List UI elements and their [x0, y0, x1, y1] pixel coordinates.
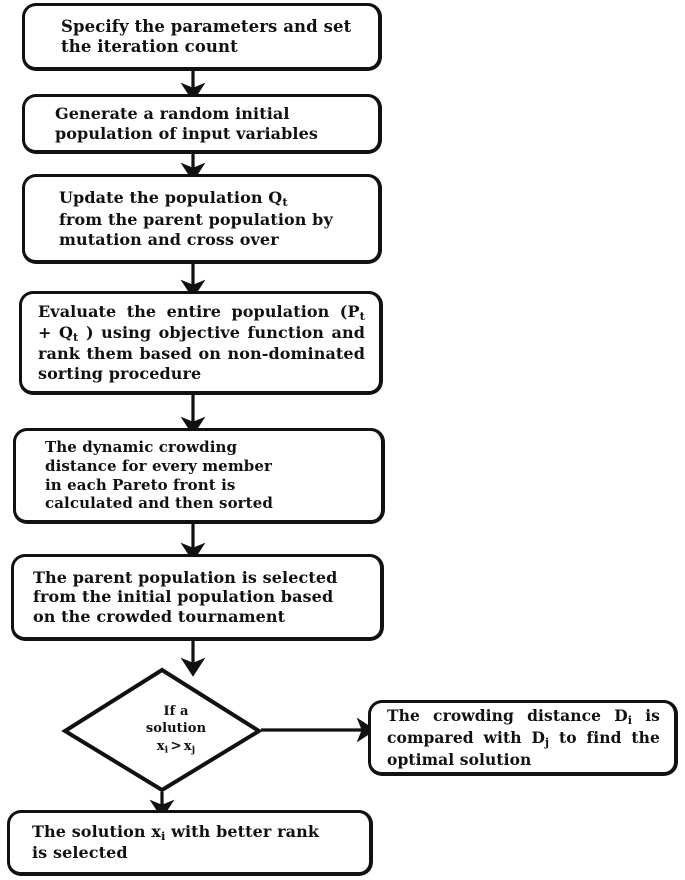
right-box-seg3: to find the optimal solution: [387, 727, 660, 769]
decision-line1: If a: [163, 703, 189, 719]
step5-label: The dynamic crowding distance for every …: [45, 437, 273, 513]
step1-label: Specify the parameters and set the itera…: [61, 16, 352, 56]
process-box-specify-parameters[interactable]: Specify the parameters and set the itera…: [22, 3, 382, 71]
decision-diamond-shape[interactable]: [61, 667, 263, 793]
step4-subscript-t2: t: [73, 330, 79, 345]
step6-label: The parent population is selected from t…: [33, 567, 338, 626]
process-box-generate-population[interactable]: Generate a random initial population of …: [22, 94, 382, 154]
process-box-update-population[interactable]: Update the population Qt from the parent…: [22, 174, 382, 264]
process-box-evaluate-population[interactable]: Evaluate the entire population (Pt + Qt …: [19, 291, 383, 395]
process-box-dynamic-crowding-distance[interactable]: The dynamic crowding distance for every …: [13, 428, 385, 524]
step4-subscript-t1: t: [359, 308, 365, 323]
decision-var-right: x: [183, 738, 192, 754]
right-box-label: The crowding distance Di is compared wit…: [371, 706, 674, 770]
right-box-seg2: is compared with D: [387, 705, 661, 747]
step7-seg1: The solution x: [32, 821, 161, 841]
step4-label: Evaluate the entire population (Pt + Qt …: [22, 302, 379, 384]
step7-seg3: is selected: [32, 843, 128, 863]
step2-label: Generate a random initial population of …: [55, 104, 318, 143]
process-box-parent-population-selection[interactable]: The parent population is selected from t…: [11, 554, 384, 641]
right-box-subscript-i: i: [627, 713, 633, 727]
process-box-crowding-distance-comparison[interactable]: The crowding distance Di is compared wit…: [368, 700, 678, 776]
step4-seg1: Evaluate the entire population (P: [38, 301, 360, 321]
decision-var-left: x: [156, 738, 165, 754]
decision-var-right-subscript: j: [191, 744, 196, 756]
decision-var-left-subscript: i: [164, 744, 169, 756]
decision-line2: solution: [145, 720, 207, 736]
step3-subscript-t: t: [282, 195, 288, 210]
step4-seg3: ) using objective function and rank them…: [38, 322, 365, 383]
step3-label: Update the population Qt from the parent…: [25, 188, 378, 248]
process-box-final-solution[interactable]: The solution xi with better rank is sele…: [7, 810, 373, 876]
right-box-seg1: The crowding distance D: [387, 705, 628, 725]
decision-node-solution-comparison[interactable]: If a solution xi>xj: [63, 668, 261, 792]
step7-label: The solution xi with better rank is sele…: [10, 822, 369, 864]
step3-rest: from the parent population by mutation a…: [59, 210, 333, 249]
step4-seg2: + Q: [38, 322, 74, 342]
decision-operator: >: [170, 737, 182, 754]
step7-subscript-i: i: [160, 828, 166, 843]
decision-label: If a solution xi>xj: [63, 668, 261, 792]
step3-line1: Update the population Q: [59, 188, 283, 208]
right-box-subscript-j: j: [545, 735, 550, 749]
step7-seg2: with better rank: [165, 821, 320, 841]
